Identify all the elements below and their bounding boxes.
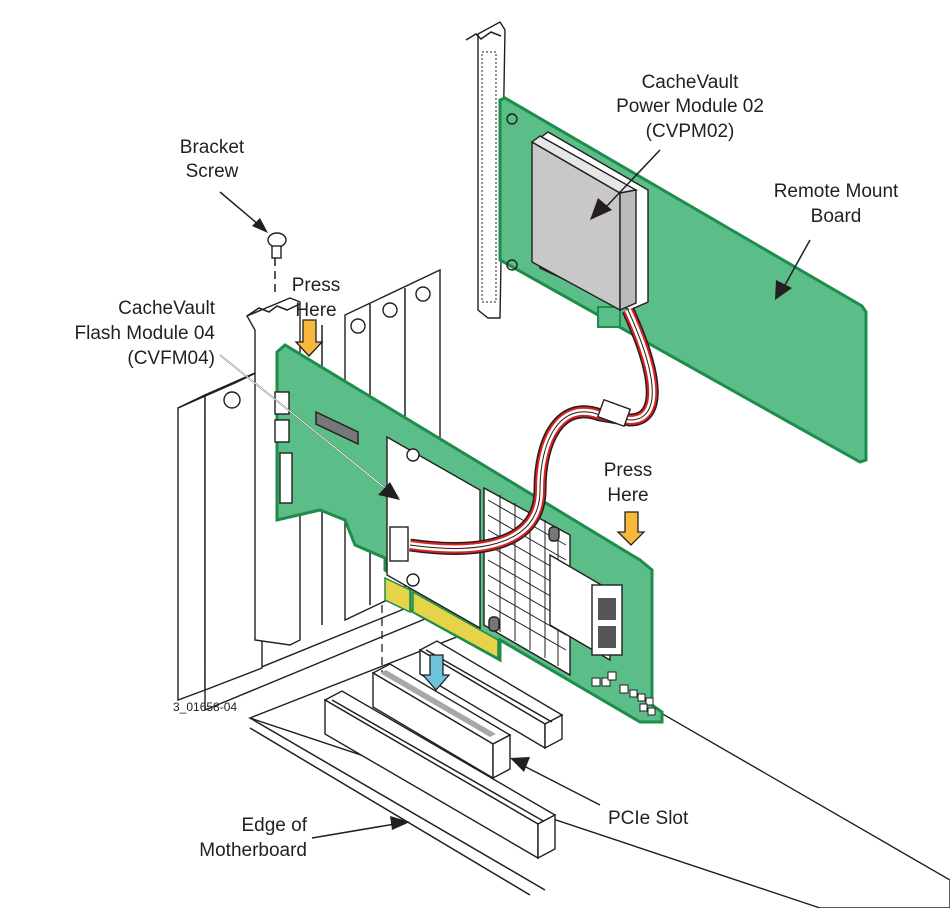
insert-direction-arrow (421, 654, 451, 691)
label-line: Edge of (242, 815, 308, 836)
gold-fingers (384, 576, 411, 614)
label-bracket-screw: Bracket Screw (180, 137, 245, 182)
label-line: Motherboard (199, 840, 307, 861)
pin-header (279, 452, 293, 504)
cable-connector (596, 398, 632, 428)
label-line: Flash Module 04 (75, 323, 216, 344)
label-edge-of-motherboard: Edge of Motherboard (199, 815, 307, 861)
motherboard-edge (249, 717, 546, 891)
label-line: Press (604, 460, 653, 481)
label-line: (CVFM04) (127, 348, 215, 369)
remote-mount-bracket (465, 21, 506, 319)
pcie-slot-front (323, 690, 557, 860)
label-line: Board (811, 206, 862, 227)
label-line: Press (292, 275, 341, 296)
label-press-here-left: Press Here (292, 275, 341, 321)
label-line: Here (607, 485, 648, 506)
label-line: Bracket (180, 137, 245, 158)
motherboard-edge-lower (249, 727, 531, 896)
label-line: Power Module 02 (616, 96, 764, 117)
bracket-screw (267, 232, 287, 259)
label-line: (CVPM02) (646, 121, 735, 142)
label-cvfm04: CacheVault Flash Module 04 (CVFM04) (75, 298, 216, 369)
label-pcie-slot: PCIe Slot (608, 808, 689, 829)
pcie-slot-target (371, 663, 512, 780)
callout-leaders (219, 149, 811, 839)
power-module-cvpm02 (530, 131, 649, 312)
label-line: Here (295, 300, 336, 321)
label-line: CacheVault (642, 72, 740, 93)
label-remote-mount-board: Remote Mount Board (774, 181, 899, 227)
figure-id: 3_01658-04 (173, 700, 237, 714)
label-line: Screw (186, 161, 239, 182)
label-line: CacheVault (118, 298, 216, 319)
jumper-pins (591, 671, 656, 716)
press-here-arrow-left (294, 319, 324, 357)
label-press-here-right: Press Here (604, 460, 653, 506)
press-here-arrow-right (616, 511, 646, 546)
label-line: PCIe Slot (608, 808, 689, 829)
label-line: Remote Mount (774, 181, 899, 202)
card-connector (274, 391, 290, 415)
pcie-slot-back (418, 640, 564, 750)
ribbon-connector (315, 410, 359, 446)
cvpm-cable (409, 307, 659, 555)
label-cvpm02: CacheVault Power Module 02 (CVPM02) (616, 72, 764, 142)
